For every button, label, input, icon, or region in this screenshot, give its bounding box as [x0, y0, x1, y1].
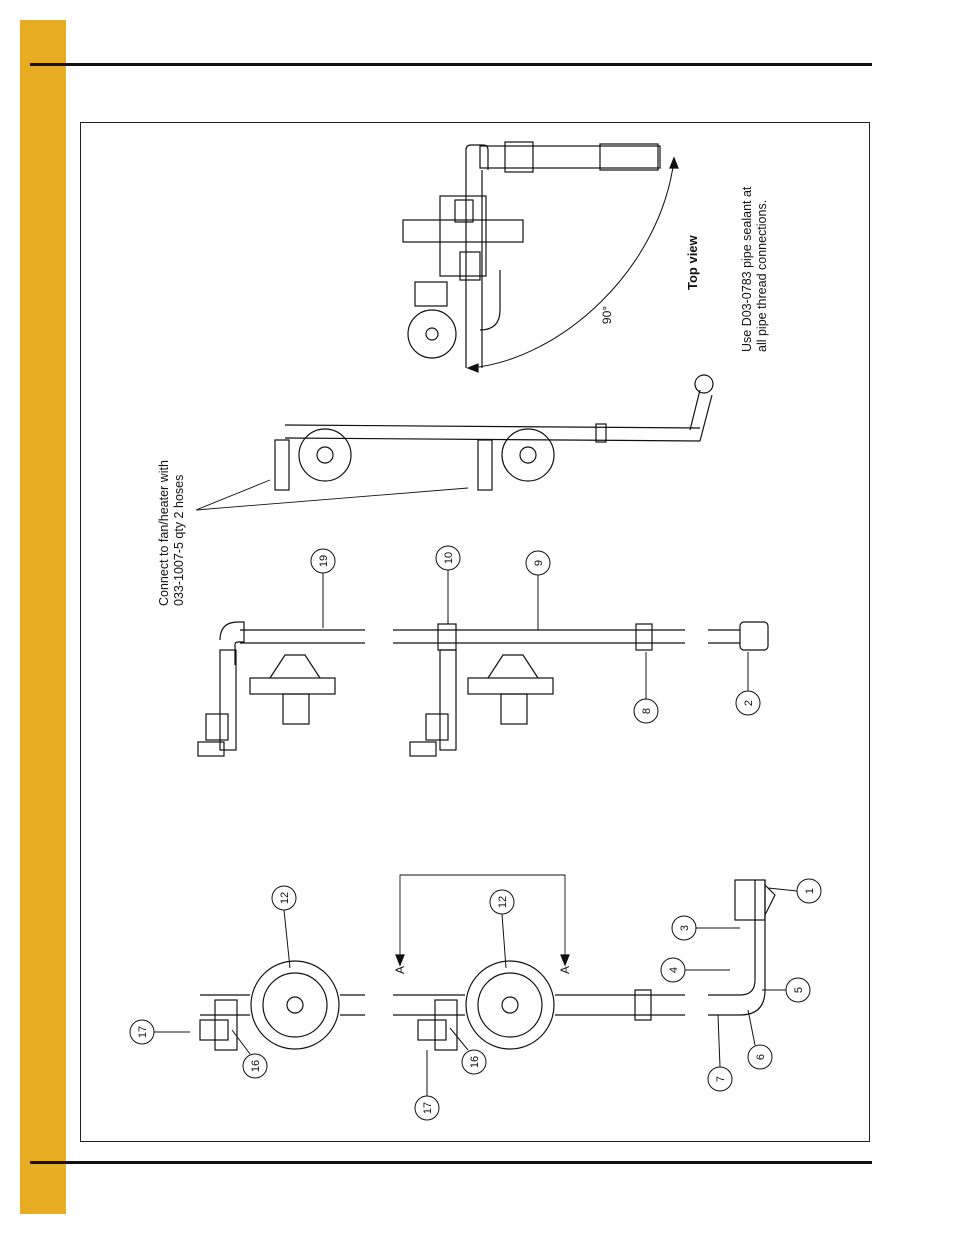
callout-16-lower: 16 [469, 1056, 481, 1068]
callout-17-upper: 17 [137, 1026, 149, 1038]
footer-rule [30, 1161, 872, 1164]
callout-1: 1 [804, 888, 816, 894]
callout-5: 5 [793, 987, 805, 993]
connect-note-line2: 033-1007-5 qty 2 hoses [172, 474, 186, 606]
callout-8: 8 [641, 708, 653, 714]
top-view-label: Top view [685, 235, 700, 290]
callout-4: 4 [668, 967, 680, 973]
plan-inlet [708, 879, 776, 1016]
header-rule [30, 63, 872, 66]
callout-12-lower: 12 [497, 896, 509, 908]
connect-note-line1: Connect to fan/heater with [157, 460, 171, 606]
callout-17-lower: 17 [422, 1102, 434, 1114]
side-tab [20, 20, 66, 1214]
callout-3: 3 [679, 925, 691, 931]
angle-label: 90° [600, 306, 614, 324]
callout-16-upper: 16 [250, 1060, 262, 1072]
elevation-lower [393, 621, 769, 757]
section-a-left: A [393, 966, 407, 974]
elevation-upper [197, 621, 365, 757]
top-view-assembly [402, 141, 679, 373]
plan-lower [393, 874, 685, 1051]
callout-7: 7 [715, 1076, 727, 1082]
sealant-note-line2: all pipe thread connections. [755, 199, 769, 352]
callout-2: 2 [743, 700, 755, 706]
section-a-right: A [558, 966, 572, 974]
callout-12-upper: 12 [279, 892, 291, 904]
drawing-frame [80, 122, 870, 1142]
pipe-run-overview [195, 374, 714, 511]
callout-10: 10 [443, 552, 455, 564]
callout-19: 19 [318, 555, 330, 567]
sealant-note-line1: Use D03-0783 pipe sealant at [740, 186, 754, 352]
callout-9: 9 [533, 560, 545, 566]
plan-upper [199, 960, 365, 1051]
callout-6: 6 [755, 1054, 767, 1060]
